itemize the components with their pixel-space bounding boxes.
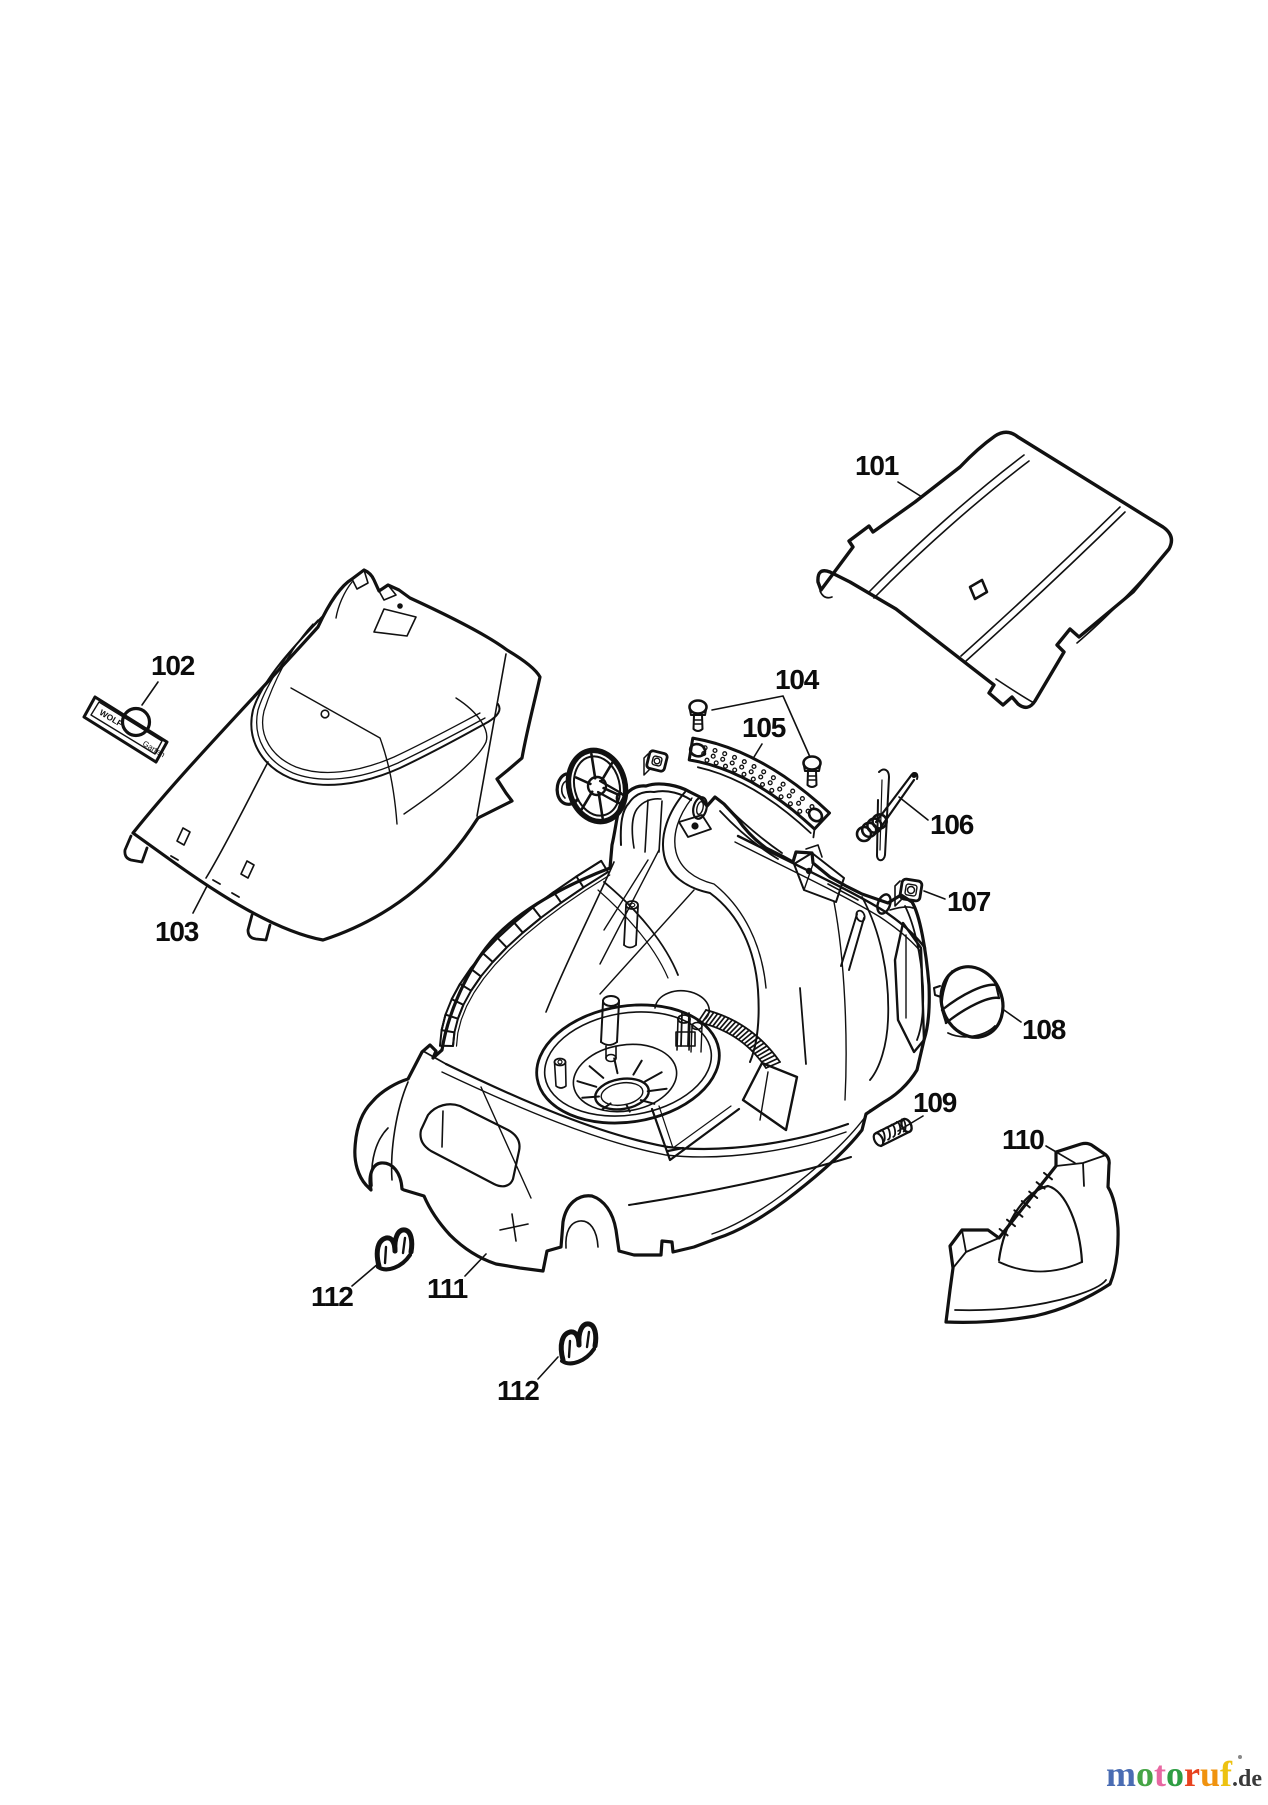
svg-text:101: 101 xyxy=(855,450,899,481)
svg-text:112: 112 xyxy=(497,1375,539,1406)
svg-text:112: 112 xyxy=(311,1281,353,1312)
svg-text:103: 103 xyxy=(155,916,199,947)
svg-text:106: 106 xyxy=(930,809,974,840)
svg-text:104: 104 xyxy=(775,664,820,695)
svg-text:111: 111 xyxy=(427,1273,468,1304)
svg-text:109: 109 xyxy=(913,1087,957,1118)
svg-text:110: 110 xyxy=(1002,1124,1044,1155)
svg-text:102: 102 xyxy=(151,650,195,681)
svg-text:105: 105 xyxy=(742,712,786,743)
svg-text:motoruf.de: motoruf.de xyxy=(1106,1754,1262,1794)
svg-text:107: 107 xyxy=(947,886,991,917)
svg-text:108: 108 xyxy=(1022,1014,1066,1045)
